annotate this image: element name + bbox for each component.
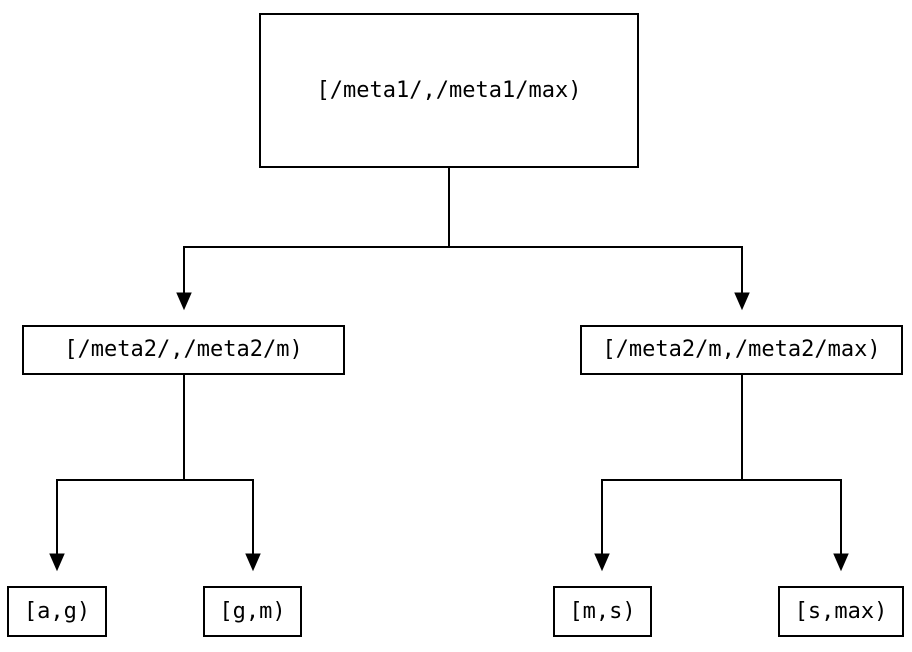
arrowhead-icon [49, 553, 65, 572]
arrowhead-icon [245, 553, 261, 572]
arrowhead-icon [734, 292, 750, 311]
node-root: [/meta1/,/meta1/max) [259, 13, 639, 168]
node-label: [/meta2/m,/meta2/max) [602, 337, 881, 362]
node-label: [/meta1/,/meta1/max) [316, 77, 582, 103]
edge-group-root [176, 167, 750, 311]
node-label: [s,max) [794, 598, 888, 624]
arrowhead-icon [176, 292, 192, 311]
node-meta2-right: [/meta2/m,/meta2/max) [580, 325, 903, 375]
node-label: [a,g) [23, 598, 91, 624]
node-label: [/meta2/,/meta2/m) [64, 337, 303, 362]
node-label: [g,m) [219, 598, 286, 624]
node-label: [m,s) [569, 598, 636, 624]
edge-group-left-subtree [49, 374, 261, 572]
arrowhead-icon [833, 553, 849, 572]
edge-group-right-subtree [594, 374, 849, 572]
arrowhead-icon [594, 553, 610, 572]
node-leaf-ag: [a,g) [7, 586, 107, 637]
node-leaf-gm: [g,m) [203, 586, 302, 637]
node-leaf-smax: [s,max) [778, 586, 904, 637]
node-meta2-left: [/meta2/,/meta2/m) [22, 325, 345, 375]
node-leaf-ms: [m,s) [553, 586, 652, 637]
